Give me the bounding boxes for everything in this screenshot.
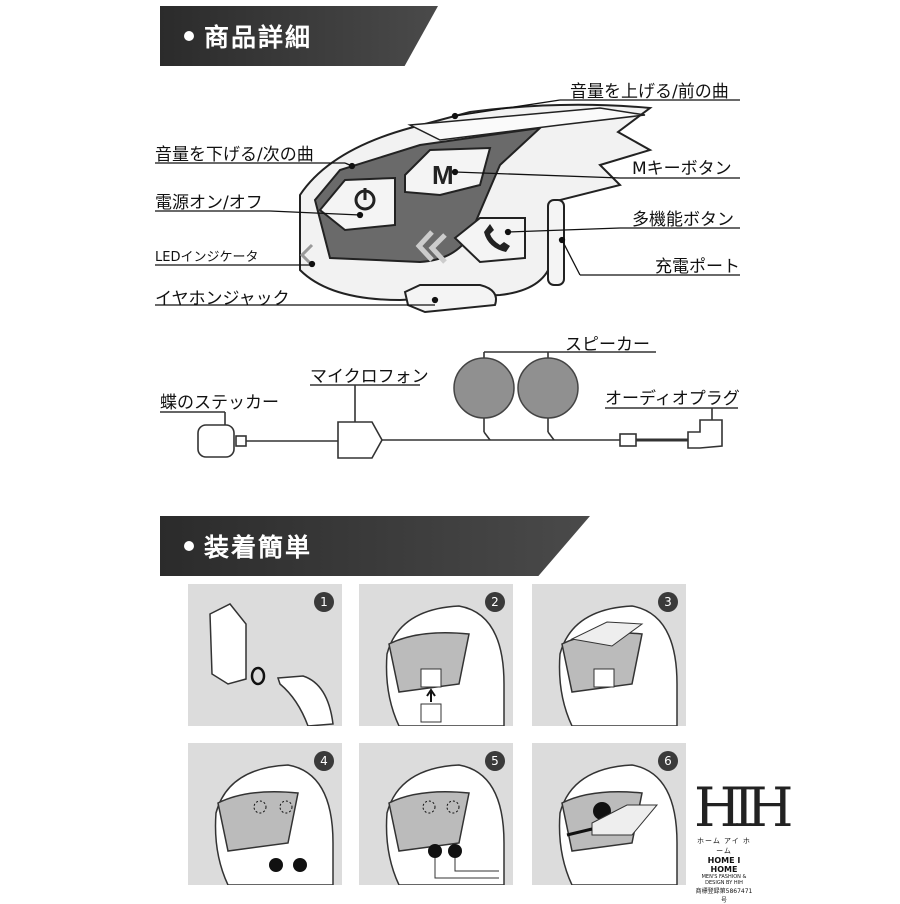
bullet-dot [184,31,194,41]
phone-icon [484,224,510,252]
install-step-2: 2 [359,584,513,726]
led-chevron [428,233,447,264]
speaker-left [453,357,515,419]
led-chevron [415,230,434,262]
step-1-illustration [209,603,334,726]
label-earphone-jack: イヤホンジャック [155,289,290,309]
logo-tagline: MEN'S FASHION & DESIGN BY HIH [701,874,747,886]
label-multifunction: 多機能ボタン [632,210,734,230]
install-step-5: 5 [359,743,513,885]
label-butterfly-sticker: 蝶のステッカー [160,393,279,413]
brand-logo: HIH ホーム アイ ホーム HOME I HOME MEN'S FASHION… [694,776,794,904]
section-banner-install: 装着簡単 [160,516,590,576]
label-audio-plug: オーディオプラグ [605,389,740,409]
install-step-1: 1 [188,584,342,726]
step-number: 4 [314,751,334,771]
install-step-4: 4 [188,743,342,885]
label-led-indicator: LEDインジケータ [155,250,259,265]
section-banner-details: 商品詳細 [160,6,438,66]
step-4-illustration [214,764,334,885]
section-title: 商品詳細 [204,23,313,52]
step-number: 1 [314,592,334,612]
top-ridge [407,107,646,141]
earphone-jack [403,284,497,314]
step-number: 3 [658,592,678,612]
step-2-illustration [385,605,505,726]
bullet-dot [184,541,194,551]
m-button-label: M [432,160,454,190]
microphone-unit [337,421,383,459]
section-title: 装着簡単 [204,533,313,562]
label-volume-down: 音量を下げる/次の曲 [155,145,314,165]
audio-plug [687,419,723,449]
speaker-right [517,357,579,419]
label-speaker: スピーカー [565,335,650,355]
step-number: 6 [658,751,678,771]
label-microphone: マイクロフォン [310,367,429,387]
logo-kana: ホーム アイ ホーム [697,837,751,855]
m-button [404,146,492,197]
butterfly-sticker [197,424,235,458]
install-step-6: 6 [532,743,686,885]
led-indicator [299,243,314,267]
step-number: 5 [485,751,505,771]
label-power: 電源オン/オフ [155,193,263,213]
install-step-3: 3 [532,584,686,726]
logo-name: HOME I HOME [707,856,741,874]
step-5-illustration [385,764,505,885]
step-number: 2 [485,592,505,612]
logo-mark: HIH [694,776,794,839]
label-m-key: Mキーボタン [632,159,732,179]
label-charge-port: 充電ポート [655,257,740,277]
step-3-illustration [558,605,678,726]
logo-trademark: 商標登録第5867471号 [695,888,753,904]
label-volume-up: 音量を上げる/前の曲 [570,82,729,102]
step-6-illustration [558,764,678,885]
